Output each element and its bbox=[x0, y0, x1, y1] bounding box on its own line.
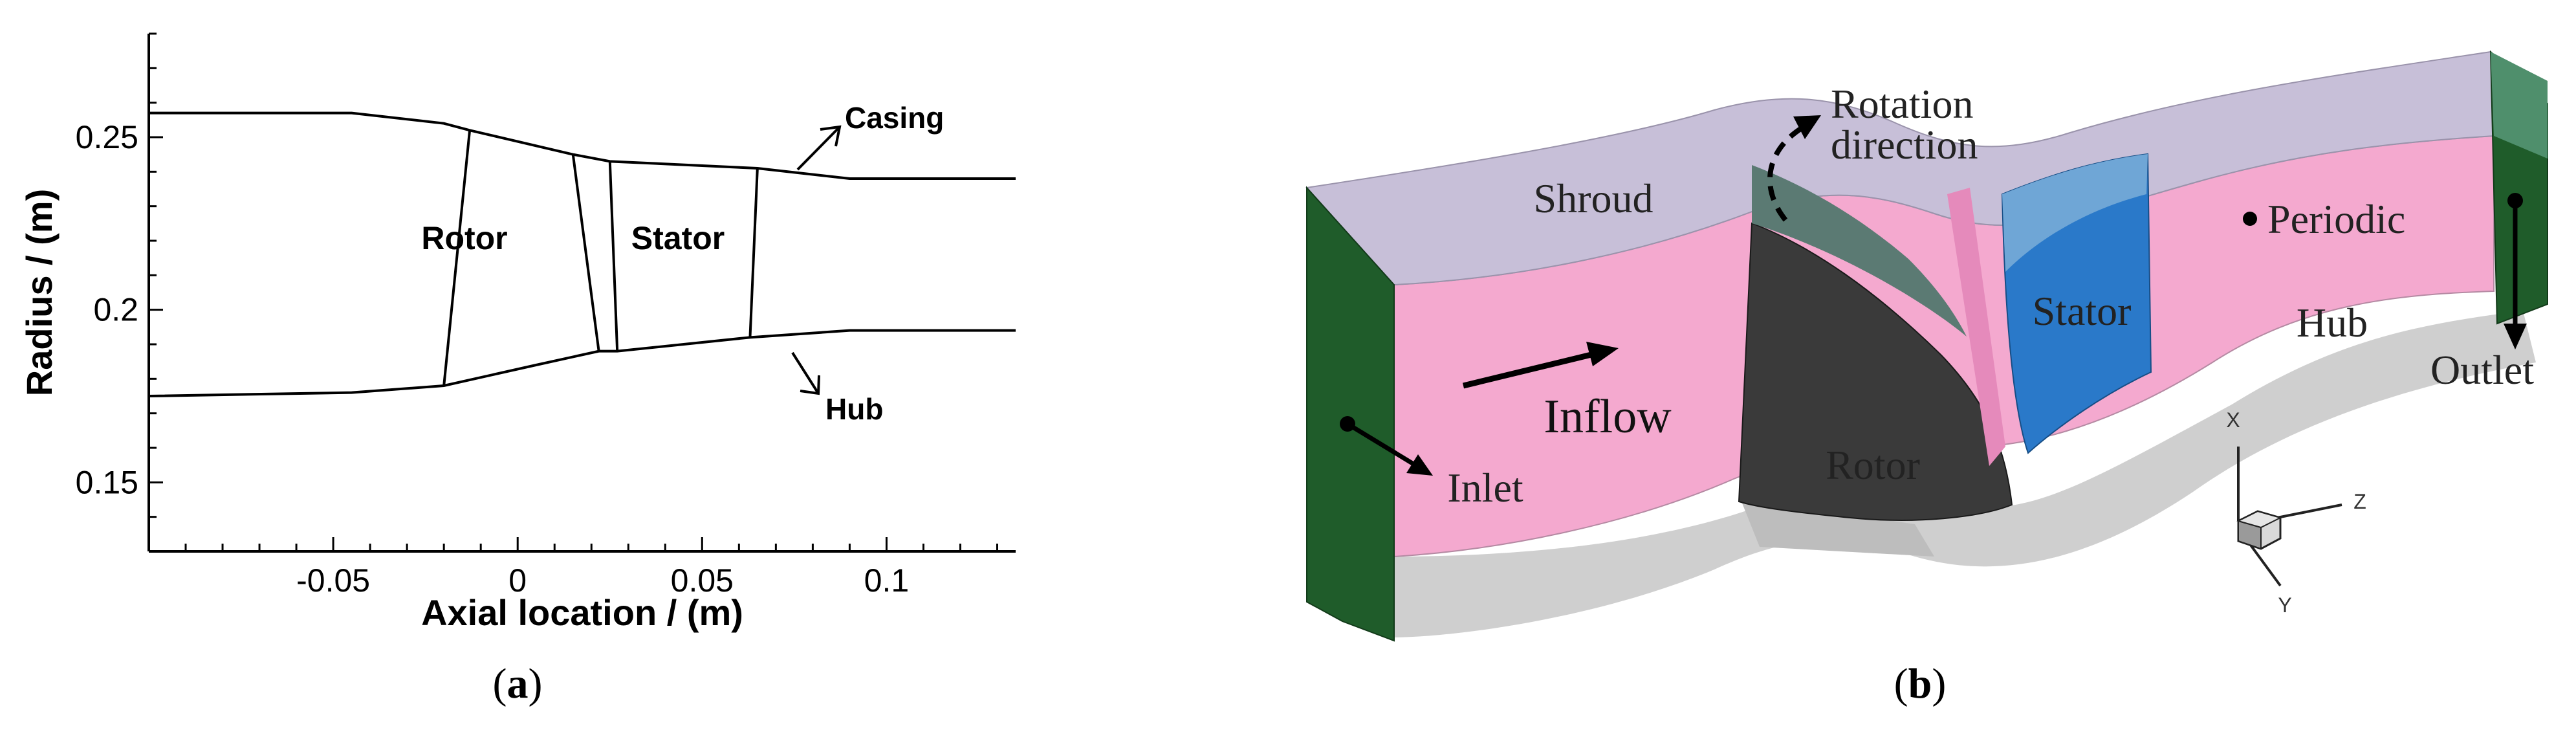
rotor-blade bbox=[1738, 222, 2013, 521]
inlet-arrow bbox=[1346, 422, 1418, 468]
inlet-label: Inlet bbox=[1447, 465, 1523, 511]
stator-tip bbox=[2002, 154, 2148, 272]
hub-label: Hub bbox=[825, 392, 883, 426]
inlet-arrowhead bbox=[1406, 454, 1433, 476]
outlet-top-face bbox=[2491, 52, 2548, 159]
x-tick-label: -0.05 bbox=[296, 562, 370, 599]
domain-shadow bbox=[1391, 311, 2536, 637]
periodic-dot bbox=[2243, 212, 2257, 226]
stator-edge bbox=[608, 161, 619, 351]
axis-ticks bbox=[147, 32, 998, 553]
coordinate-triad: X Z Y bbox=[2226, 408, 2366, 617]
rotor-label: Rotor bbox=[421, 220, 507, 256]
rotation-label-line2: direction bbox=[1831, 122, 1978, 168]
outlet-arrowhead bbox=[2504, 324, 2527, 349]
outlet-label: Outlet bbox=[2430, 347, 2534, 393]
rotor-label-3d: Rotor bbox=[1826, 442, 1920, 488]
panel-a-label: (a) bbox=[493, 660, 543, 707]
inlet-face bbox=[1306, 186, 1395, 642]
hub-callout: Hub bbox=[791, 351, 883, 426]
rotation-arrowhead bbox=[1793, 115, 1821, 139]
triad-x-label: X bbox=[2226, 408, 2240, 432]
x-tick-label: 0 bbox=[508, 562, 527, 599]
triad-z-label: Z bbox=[2353, 490, 2366, 513]
meridional-geometry bbox=[148, 111, 1016, 397]
panel-a-plot: -0.05 0 0.05 0.1 0.15 0.2 0.25 Rotor Stator Ca… bbox=[19, 32, 1016, 707]
blade-shadow bbox=[1740, 498, 1934, 557]
x-tick-label: 0.1 bbox=[864, 562, 910, 599]
stator-label: Stator bbox=[631, 220, 725, 256]
casing-callout: Casing bbox=[796, 101, 944, 171]
x-tick-label: 0.05 bbox=[671, 562, 734, 599]
casing-label: Casing bbox=[845, 101, 944, 135]
rotor-edge bbox=[442, 130, 472, 386]
shroud-label: Shroud bbox=[1534, 175, 1654, 221]
hub-line bbox=[148, 329, 1016, 397]
inflow-arrow bbox=[1462, 350, 1598, 389]
stator-label-3d: Stator bbox=[2033, 288, 2132, 334]
panel-b-domain: Rotation direction Shroud Periodic Stato… bbox=[1305, 50, 2548, 707]
hub-label-3d: Hub bbox=[2297, 300, 2368, 346]
inflow-arrowhead bbox=[1586, 342, 1619, 366]
y-tick-label: 0.2 bbox=[93, 292, 138, 328]
x-axis-title: Axial location / (m) bbox=[421, 592, 743, 633]
y-tick-label: 0.15 bbox=[76, 464, 138, 500]
y-tick-label: 0.25 bbox=[76, 119, 138, 155]
rotation-arc bbox=[1767, 124, 1807, 222]
rotation-label-line1: Rotation bbox=[1831, 81, 1973, 127]
inflow-label: Inflow bbox=[1544, 390, 1672, 443]
triad-y-label: Y bbox=[2278, 593, 2291, 617]
rotor-tip bbox=[1752, 165, 1967, 337]
y-axis-title: Radius / (m) bbox=[19, 189, 60, 396]
axis-tick-labels: -0.05 0 0.05 0.1 0.15 0.2 0.25 bbox=[76, 119, 910, 599]
periodic-label: Periodic bbox=[2267, 196, 2405, 242]
panel-b-label: (b) bbox=[1894, 660, 1947, 707]
stator-edge bbox=[748, 168, 759, 338]
rotor-edge bbox=[571, 154, 600, 351]
interface-strip bbox=[1947, 188, 2005, 466]
